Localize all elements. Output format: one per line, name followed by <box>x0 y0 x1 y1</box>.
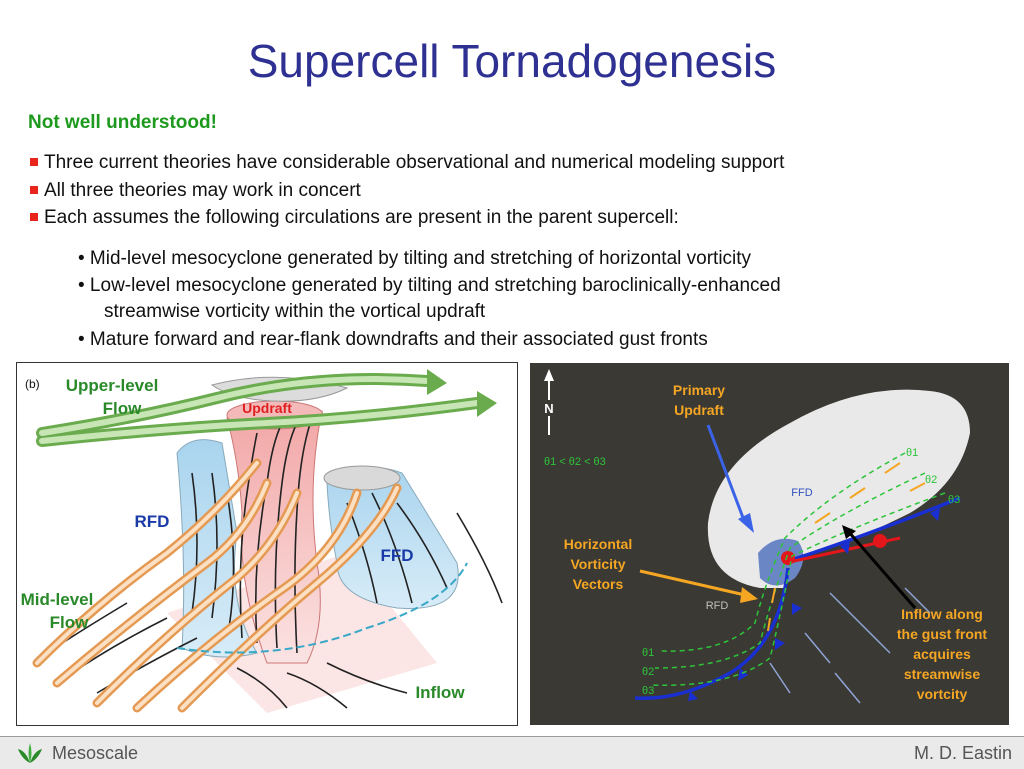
mesocyclone-region <box>758 538 804 586</box>
primary-updraft-label: Primary <box>673 382 725 398</box>
horizontal-vorticity-pointer <box>639 569 746 597</box>
inflow-arrows <box>769 587 931 704</box>
updraft-label: Updraft <box>242 400 292 416</box>
theta-2-label-top: θ2 <box>925 474 937 486</box>
ffd-top-cap <box>323 465 401 491</box>
inflow-gust-front-label: Inflow along <box>901 606 983 622</box>
plan-view-svg: N θ1 < θ2 < θ3 Primary Updraft FFD RFD H… <box>530 363 1009 725</box>
theta-1-label-top: θ1 <box>906 447 918 459</box>
sub-bullet-2: • Low-level mesocyclone generated by til… <box>78 275 781 296</box>
bullet-1: Three current theories have considerable… <box>30 152 784 174</box>
bullet-text: All three theories may work in concert <box>44 180 361 201</box>
upper-flow-arrowhead-icon <box>427 369 447 395</box>
footer-left-text: Mesoscale <box>52 743 139 763</box>
ffd-label: FFD <box>380 546 413 565</box>
inflow-gust-front-label-4: streamwise <box>904 666 980 682</box>
primary-updraft-pointer <box>706 424 747 524</box>
rfd-label: RFD <box>706 600 729 612</box>
sub-bullet-3: • Mature forward and rear-flank downdraf… <box>78 329 708 350</box>
inflow-gust-front-label-2: the gust front <box>897 626 988 642</box>
supercell-schematic-svg: (b) Upper-level Flow Updraft RFD FFD Mid… <box>21 369 503 713</box>
storm-echo-outline <box>707 389 970 588</box>
cold-front-triangles <box>688 508 940 701</box>
upper-level-flow-label: Upper-level <box>66 376 159 395</box>
bullet-text: Three current theories have considerable… <box>44 152 785 173</box>
horizontal-vorticity-label-3: Vectors <box>573 576 624 592</box>
theta-3-label-bottom: θ3 <box>642 685 654 697</box>
footer-bar: Mesoscale M. D. Eastin <box>0 736 1024 769</box>
inflow-gust-front-label-5: vortcity <box>917 686 968 702</box>
midlevel-flow-label: Mid-level <box>21 590 94 609</box>
sub-bullet-1: • Mid-level mesocyclone generated by til… <box>78 248 752 269</box>
bullet-3: Each assumes the following circulations … <box>30 207 679 229</box>
vorticity-vectors <box>767 462 926 632</box>
ffd-label: FFD <box>791 487 812 499</box>
bullet-square-icon <box>30 158 38 166</box>
pointer-arrowhead-icon <box>740 587 758 603</box>
upper-flow-arrowhead-icon <box>477 391 497 417</box>
theta-2-label-bottom: θ2 <box>642 666 654 678</box>
inflow-label: Inflow <box>415 683 465 702</box>
horizontal-vorticity-label-2: Vorticity <box>571 556 626 572</box>
sub-bullet-2-continued: streamwise vorticity within the vortical… <box>104 301 486 322</box>
theta-order-label: θ1 < θ2 < θ3 <box>544 456 606 468</box>
bullet-text: Each assumes the following circulations … <box>44 207 679 228</box>
bullet-2: All three theories may work in concert <box>30 180 361 202</box>
inflow-pointer <box>846 530 917 609</box>
warm-front-semicircle-icon <box>873 534 887 548</box>
pointer-arrowhead-icon <box>738 513 754 533</box>
primary-updraft-label-2: Updraft <box>674 402 724 418</box>
panel-tag: (b) <box>25 377 40 391</box>
bullet-square-icon <box>30 213 38 221</box>
midlevel-flow-label-2: Flow <box>50 613 89 632</box>
gust-front <box>634 496 961 701</box>
pointer-arrowhead-icon <box>842 525 856 539</box>
north-label: N <box>544 401 553 416</box>
subheading: Not well understood! <box>28 112 217 133</box>
leaf-logo-icon <box>18 743 42 763</box>
bullet-square-icon <box>30 186 38 194</box>
horizontal-vorticity-label: Horizontal <box>564 536 632 552</box>
upper-level-flow-label-2: Flow <box>103 399 142 418</box>
gust-front-line <box>176 562 468 654</box>
inflow-gust-front-label-3: acquires <box>913 646 971 662</box>
supercell-schematic-figure: (b) Upper-level Flow Updraft RFD FFD Mid… <box>16 362 518 726</box>
footer-right-text: M. D. Eastin <box>913 743 1012 763</box>
rfd-label: RFD <box>135 512 170 531</box>
theta-3-label-top: θ3 <box>948 494 960 506</box>
slide-title: Supercell Tornadogenesis <box>247 35 777 87</box>
theta-1-label-bottom: θ1 <box>642 647 654 659</box>
plan-view-figure: N θ1 < θ2 < θ3 Primary Updraft FFD RFD H… <box>530 363 1009 725</box>
warm-front-semicircle-icon <box>781 551 795 565</box>
